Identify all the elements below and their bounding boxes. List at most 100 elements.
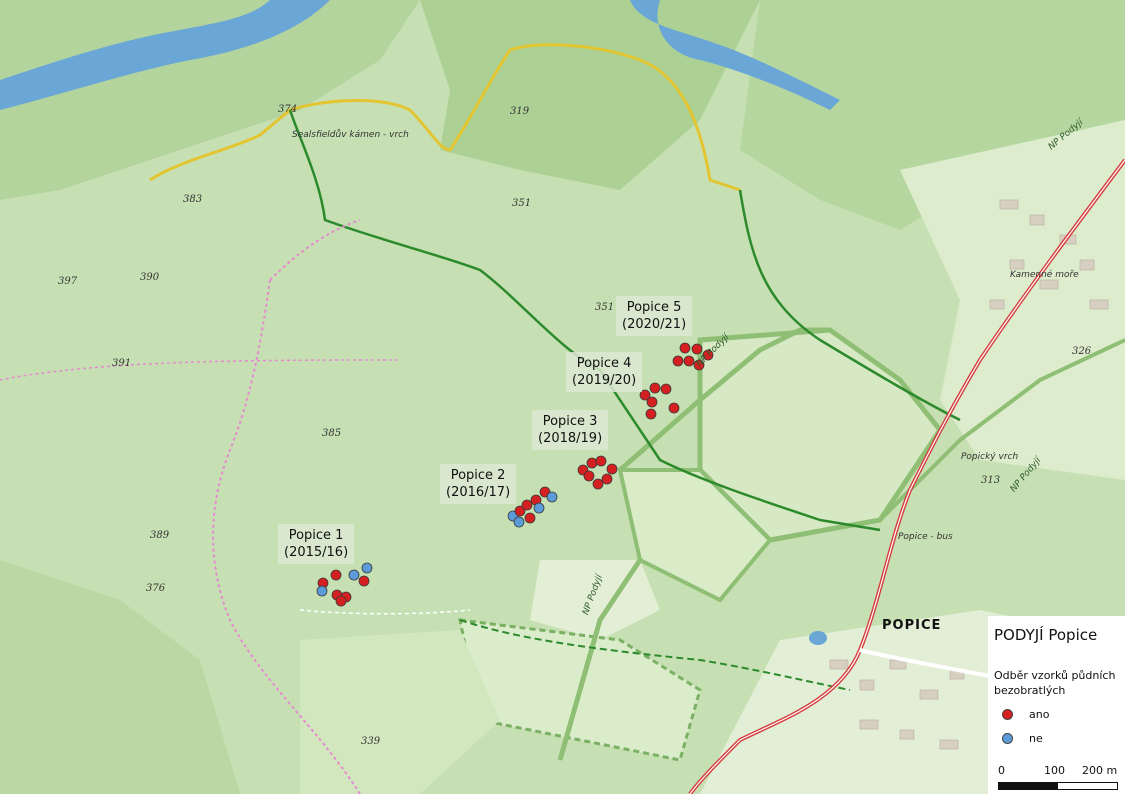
sample-point-ne — [361, 562, 373, 574]
sample-point-ano — [683, 355, 695, 367]
legend-title: PODYJÍ Popice — [994, 626, 1098, 644]
sample-point-ano — [668, 402, 680, 414]
sample-point-ano — [358, 575, 370, 587]
pond — [809, 631, 827, 645]
elevation-label: 397 — [58, 276, 78, 287]
field — [300, 630, 500, 794]
sample-point-ano — [649, 382, 661, 394]
road-main-inner — [689, 159, 1125, 794]
sample-point-ano — [646, 396, 658, 408]
sample-point-ano — [672, 355, 684, 367]
legend-item-ano: ano — [1002, 708, 1049, 721]
trail-green — [288, 109, 881, 532]
place-label: Sealsfieldův kámen - vrch — [292, 130, 409, 140]
map-legend: PODYJÍ Popice Odběr vzorků půdních bezob… — [988, 616, 1125, 794]
elevation-label: 390 — [140, 272, 160, 283]
sample-point-ano — [335, 595, 347, 607]
legend-dot-red — [1002, 709, 1013, 720]
elevation-label: 391 — [112, 358, 132, 369]
site-label-popice-3: Popice 3 (2018/19) — [532, 410, 609, 450]
place-label: Kamenné moře — [1010, 270, 1079, 280]
field — [617, 468, 773, 603]
elevation-label: 383 — [183, 194, 203, 205]
elevation-label: 313 — [981, 475, 1001, 486]
park-boundary — [557, 558, 643, 761]
scale-bar: 0 100 200 m — [998, 764, 1118, 790]
site-season: (2016/17) — [446, 485, 511, 500]
park-boundary — [618, 327, 830, 472]
sample-point-ano — [702, 349, 714, 361]
elevation-label: 385 — [322, 428, 342, 439]
buildings — [829, 199, 1109, 750]
elevation-label: 319 — [510, 106, 530, 117]
legend-item-ne: ne — [1002, 732, 1043, 745]
sample-point-ano — [592, 478, 604, 490]
trail-green — [459, 619, 851, 691]
sample-point-ne — [533, 502, 545, 514]
sample-point-ano — [583, 470, 595, 482]
trail-green — [738, 189, 961, 422]
sample-point-ano — [586, 457, 598, 469]
site-label-popice-5: Popice 5 (2020/21) — [616, 296, 693, 336]
site-season: (2018/19) — [538, 431, 603, 446]
forest-ridge — [740, 0, 1125, 230]
trail-yellow — [149, 43, 741, 192]
elevation-label: 389 — [150, 530, 170, 541]
route-pink — [269, 219, 361, 281]
site-label-popice-2: Popice 2 (2016/17) — [440, 464, 517, 504]
sample-point-ne — [348, 569, 360, 581]
route-white — [299, 609, 471, 615]
sample-point-ano — [645, 408, 657, 420]
sample-point-ano — [639, 389, 651, 401]
elevation-label: 351 — [512, 198, 532, 209]
forest-ridge — [0, 560, 240, 794]
sample-point-ano — [601, 473, 613, 485]
scale-label: 100 — [1044, 764, 1065, 777]
route-pink — [212, 279, 361, 794]
elevation-label: 374 — [278, 104, 298, 115]
elevation-label: 376 — [146, 583, 166, 594]
route-pink — [0, 359, 401, 381]
place-label: Popický vrch — [961, 452, 1019, 462]
sample-point-ano — [660, 383, 672, 395]
sample-points — [316, 342, 714, 607]
site-season: (2015/16) — [284, 545, 349, 560]
sample-point-ano — [330, 569, 342, 581]
site-name: Popice 5 — [626, 300, 682, 315]
site-name: Popice 2 — [450, 468, 506, 483]
sample-point-ne — [513, 516, 525, 528]
sample-point-ano — [691, 343, 703, 355]
legend-subtitle: Odběr vzorků půdních bezobratlých — [994, 669, 1116, 697]
elevation-label: 326 — [1072, 346, 1092, 357]
legend-item-label: ano — [1029, 708, 1050, 721]
river — [630, 0, 840, 110]
site-label-popice-4: Popice 4 (2019/20) — [566, 352, 643, 392]
scale-label: 0 — [998, 764, 1005, 777]
legend-dot-blue — [1002, 733, 1013, 744]
elevation-label: 339 — [361, 736, 381, 747]
town-label: POPICE — [882, 618, 942, 633]
sample-point-ano — [514, 505, 526, 517]
site-name: Popice 3 — [542, 414, 598, 429]
sample-point-ano — [595, 455, 607, 467]
site-label-popice-1: Popice 1 (2015/16) — [278, 524, 355, 564]
park-boundary — [878, 338, 1125, 522]
sample-point-ano — [679, 342, 691, 354]
village-area — [900, 120, 1125, 480]
scale-label: 200 m — [1082, 764, 1118, 777]
site-season: (2020/21) — [622, 317, 687, 332]
site-season: (2019/20) — [572, 373, 637, 388]
river — [0, 0, 330, 110]
site-name: Popice 4 — [576, 356, 632, 371]
sample-point-ano — [524, 512, 536, 524]
sample-point-ne — [316, 585, 328, 597]
legend-item-label: ne — [1029, 732, 1043, 745]
elevation-label: 351 — [595, 302, 615, 313]
sample-point-ano — [606, 463, 618, 475]
sample-point-ne — [546, 491, 558, 503]
scale-bar-graphic — [998, 782, 1118, 790]
sample-point-ano — [693, 359, 705, 371]
sample-point-ano — [521, 499, 533, 511]
